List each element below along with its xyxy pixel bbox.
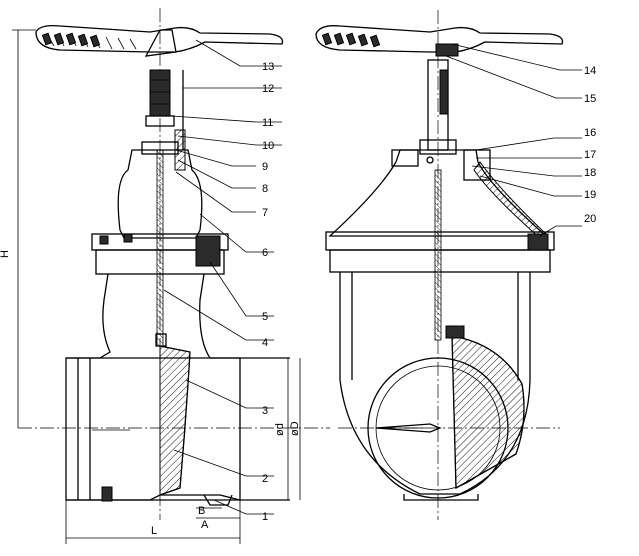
part-label-5: 5 — [262, 311, 268, 323]
part-label-7: 7 — [262, 207, 268, 219]
dim-h: H — [0, 250, 11, 258]
part-labels: 1 2 3 4 5 6 7 8 9 10 11 12 13 14 15 16 1… — [262, 61, 596, 523]
part-label-6: 6 — [262, 247, 268, 259]
leader-lines — [163, 39, 282, 515]
dim-l: L — [151, 525, 157, 537]
part-label-10: 10 — [262, 140, 274, 152]
part-label-16: 16 — [584, 127, 596, 139]
part-label-3: 3 — [262, 405, 268, 417]
part-label-18: 18 — [584, 167, 596, 179]
part-label-8: 8 — [262, 183, 268, 195]
part-label-17: 17 — [584, 149, 596, 161]
part-label-1: 1 — [262, 511, 268, 523]
handwheel — [35, 24, 284, 57]
part-label-13: 13 — [262, 61, 274, 73]
dim-b: B — [198, 505, 205, 517]
part-label-19: 19 — [584, 189, 596, 201]
part-label-9: 9 — [262, 161, 268, 173]
dim-d-inner: ød — [274, 423, 286, 436]
dim-d-outer: øD — [289, 421, 301, 436]
front-section-view — [18, 8, 330, 520]
side-section-view — [315, 10, 564, 520]
leader-lines-right — [445, 43, 582, 237]
part-label-4: 4 — [262, 337, 268, 349]
part-label-14: 14 — [584, 65, 596, 77]
part-label-11: 11 — [262, 117, 273, 129]
part-label-12: 12 — [262, 83, 274, 95]
part-label-2: 2 — [262, 473, 268, 485]
part-label-15: 15 — [584, 93, 596, 105]
dim-a: A — [201, 519, 209, 531]
part-label-20: 20 — [584, 213, 596, 225]
dimension-lines: H ød øD L A B — [0, 29, 301, 544]
